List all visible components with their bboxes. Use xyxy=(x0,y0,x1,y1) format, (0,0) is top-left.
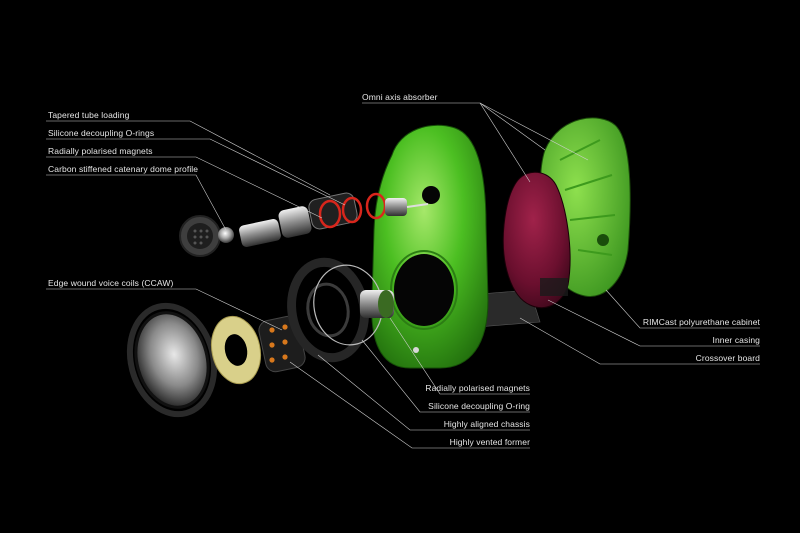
label-inner-casing: Inner casing xyxy=(712,335,760,345)
label-highly-aligned-chassis: Highly aligned chassis xyxy=(443,419,530,429)
label-carbon-dome-profile: Carbon stiffened catenary dome profile xyxy=(48,164,199,174)
bass-driver-assembly xyxy=(126,257,394,418)
label-omni-axis-absorber: Omni axis absorber xyxy=(362,92,438,102)
inner-casing xyxy=(502,171,571,309)
rimcast-cabinet xyxy=(371,124,489,369)
label-radially-polarised-magnets-bottom: Radially polarised magnets xyxy=(425,383,530,393)
label-silicone-decoupling-o-rings: Silicone decoupling O-rings xyxy=(48,128,155,138)
label-silicone-decoupling-o-ring: Silicone decoupling O-ring xyxy=(428,401,530,411)
leader-lines xyxy=(46,102,760,449)
label-radially-polarised-magnets-top: Radially polarised magnets xyxy=(48,146,153,156)
tweeter-assembly xyxy=(179,192,429,257)
label-edge-wound-voice-coils: Edge wound voice coils (CCAW) xyxy=(48,278,174,288)
label-crossover-board: Crossover board xyxy=(695,353,760,363)
label-tapered-tube-loading: Tapered tube loading xyxy=(48,110,130,120)
label-rimcast-cabinet: RIMCast polyurethane cabinet xyxy=(642,317,760,327)
label-highly-vented-former: Highly vented former xyxy=(449,437,530,447)
